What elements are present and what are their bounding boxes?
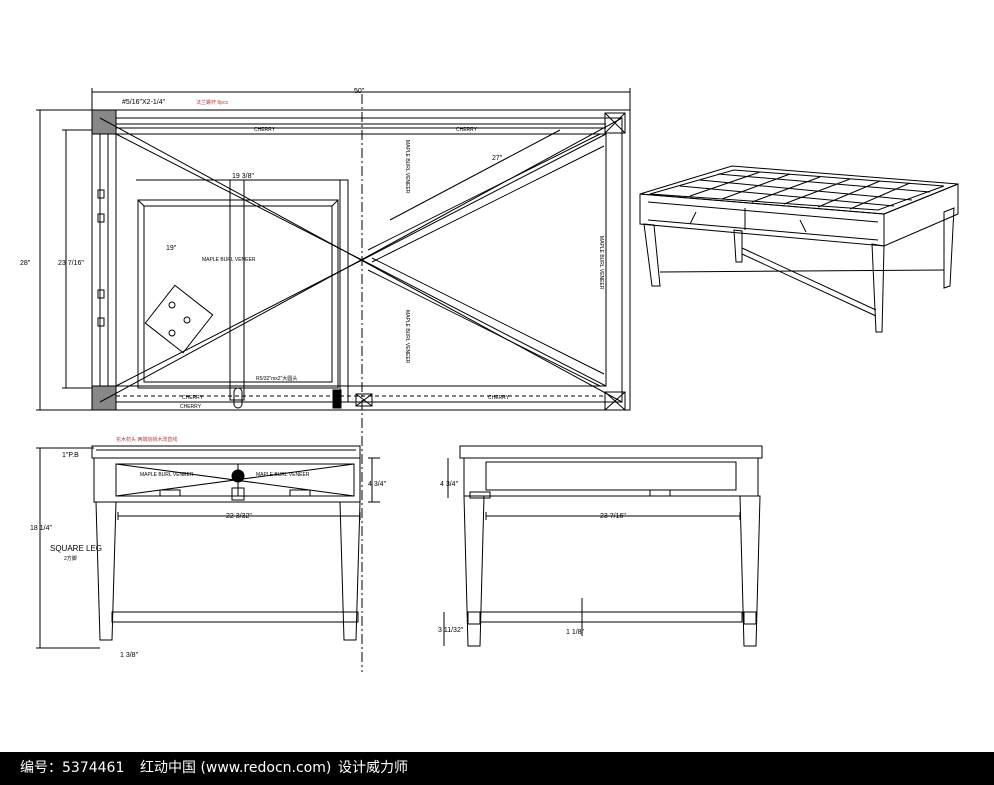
footer-bar: 编号：5374461 红动中国 (www.redocn.com) 设计威力师 bbox=[0, 752, 994, 785]
square-leg-label: SQUARE LEG bbox=[50, 544, 102, 553]
front-elevation bbox=[36, 445, 380, 649]
veneer-label-a: MAPLE BURL VENEER bbox=[202, 257, 256, 263]
inner-span-label: 19 3/8" bbox=[232, 173, 254, 180]
side-stretcher-label: 1 1/8" bbox=[566, 629, 585, 636]
front-foot-label: 1 3/8" bbox=[120, 652, 139, 659]
cherry-label-5: CHERRY bbox=[180, 404, 202, 410]
diagonal-label: 27" bbox=[492, 155, 503, 162]
front-note-cn: 花木枋头 两端熔桃木改直线 bbox=[116, 436, 177, 443]
cherry-label-4: CHERRY bbox=[488, 395, 510, 401]
footer-site-link[interactable]: 红动中国 (www.redocn.com) bbox=[140, 760, 332, 776]
overall-width-label: 50" bbox=[354, 88, 365, 95]
veneer-label-d: MAPLE BURL VENEER bbox=[598, 236, 604, 290]
front-drawer-width-label: 22 3/32" bbox=[226, 513, 252, 520]
isometric-view bbox=[639, 165, 959, 333]
rod-note: R5/32"mx2"大圆头 bbox=[256, 375, 297, 382]
cherry-label-2: CHERRY bbox=[456, 127, 478, 133]
side-foot-label: 3 11/32" bbox=[438, 627, 464, 634]
veneer-label-b: MAPLE BURL VENEER bbox=[404, 140, 410, 194]
square-leg-cn: 2方脚 bbox=[64, 555, 77, 562]
screw-note-cn: 法兰螺杆 8pcs bbox=[196, 99, 228, 106]
side-drawer-depth-label: 4 3/4" bbox=[440, 481, 459, 488]
inner-depth-label: 23 7/16" bbox=[58, 260, 84, 267]
technical-drawing: 50" 28" 23 7/16" 27" 19 3/8" 19" #5/16"X… bbox=[20, 88, 959, 672]
side-span-label: 23 7/16" bbox=[600, 513, 626, 520]
side-elevation bbox=[443, 445, 763, 647]
front-veneer-left: MAPLE BURL VENEER bbox=[140, 472, 194, 478]
veneer-label-c: MAPLE BURL VENEER bbox=[404, 310, 410, 364]
overall-depth-label: 28" bbox=[20, 260, 31, 267]
footer-id: 编号：5374461 bbox=[20, 760, 125, 776]
footer-role: 设计威力师 bbox=[338, 760, 408, 776]
front-veneer-right: MAPLE BURL VENEER bbox=[256, 472, 310, 478]
dim-19-label: 19" bbox=[166, 245, 177, 252]
cherry-label-3: CHERRY bbox=[182, 395, 204, 401]
apron-label: 1"P.B bbox=[62, 452, 79, 459]
front-height-label: 18 1/4" bbox=[30, 525, 52, 532]
plan-view bbox=[36, 88, 631, 411]
cherry-label-1: CHERRY bbox=[254, 127, 276, 133]
screw-note: #5/16"X2-1/4" bbox=[122, 99, 166, 106]
front-drawer-depth-label: 4 3/4" bbox=[368, 481, 387, 488]
